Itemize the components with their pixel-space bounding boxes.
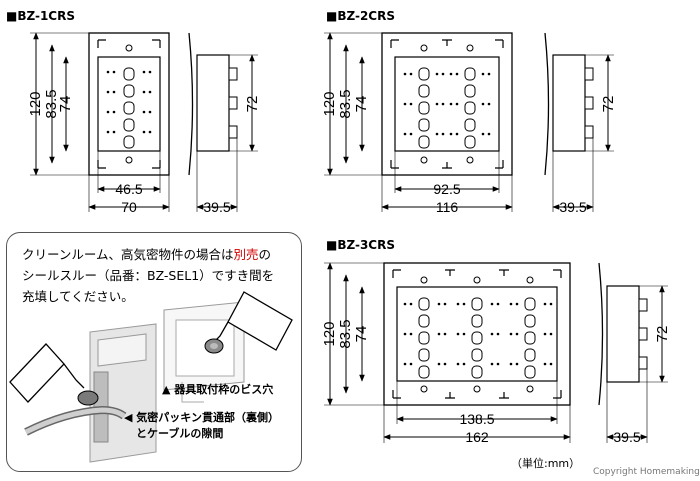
- bz-1crs-side-plate: [188, 32, 194, 176]
- bz-3crs-side-plate: [598, 262, 604, 406]
- bz-1crs-inner-width: 46.5: [115, 181, 142, 197]
- bz-1crs-height2: 83.5: [43, 89, 60, 118]
- installation-illustration: [9, 291, 293, 463]
- bz-3crs-inner-frame: [396, 286, 558, 382]
- bz-3crs-height2: 83.5: [337, 319, 354, 348]
- bz-3crs-drawing: ■BZ-3CRS 120 83.5 74 138.5 162: [321, 238, 671, 445]
- caption-gasket-line1: ◀ 気密パッキン貫通部（裏側）: [124, 411, 279, 424]
- bz-2crs-inner-frame: [394, 56, 500, 152]
- bz-2crs-height: 120: [321, 91, 338, 116]
- note-optional-highlight: 別売: [233, 247, 259, 262]
- note-line1b: の: [258, 247, 272, 262]
- bz-2crs-front-plate: [381, 32, 513, 176]
- bz-1crs-height3: 74: [57, 96, 74, 113]
- caption-gasket-line2: とケーブルの隙間: [136, 427, 224, 440]
- bz-1crs-drawing: ■BZ-1CRS 120 83.5 74: [6, 9, 261, 215]
- bz-2crs-side-height: 72: [600, 96, 617, 113]
- bz-2crs-drawing: ■BZ-2CRS 120 83.5 74 92.5 116: [321, 9, 617, 215]
- bz-1crs-depth: 39.5: [203, 199, 230, 215]
- bz-2crs-inner-width: 92.5: [433, 181, 460, 197]
- bz-2crs-depth: 39.5: [559, 199, 586, 215]
- bz-1crs-inner-frame: [97, 56, 161, 152]
- bz-1crs-front-plate: [88, 32, 170, 176]
- bz-2crs-height3: 74: [353, 96, 370, 113]
- note-line2: シールスルー（品番：BZ-SEL1）ですき間を: [22, 268, 275, 283]
- unit-label: （単位:mm）: [511, 457, 581, 470]
- caption-screw-hole: ▲ 器具取付枠のビス穴: [162, 383, 274, 396]
- note-line1a: クリーンルーム、高気密物件の場合は: [22, 247, 234, 262]
- bz-2crs-height2: 83.5: [337, 89, 354, 118]
- bz-2crs-width: 116: [436, 199, 459, 215]
- bz-1crs-title: ■BZ-1CRS: [6, 9, 75, 23]
- bz-3crs-depth: 39.5: [613, 429, 640, 445]
- bz-3crs-width: 162: [465, 429, 489, 445]
- bz-1crs-width: 70: [121, 199, 137, 215]
- bz-3crs-inner-width: 138.5: [459, 411, 494, 427]
- bz-2crs-title: ■BZ-2CRS: [326, 9, 395, 23]
- copyright-text: Copyright Homemaking: [593, 467, 700, 477]
- note-line3: 充填してください。: [22, 289, 134, 304]
- sealing-note-text: クリーンルーム、高気密物件の場合は別売の シールスルー（品番：BZ-SEL1）で…: [22, 244, 292, 307]
- bz-3crs-title: ■BZ-3CRS: [326, 238, 395, 252]
- bz-3crs-side-height: 72: [654, 326, 671, 343]
- bz-1crs-side-height: 72: [244, 96, 261, 113]
- bz-3crs-height: 120: [321, 321, 338, 346]
- bz-2crs-side-plate: [544, 32, 550, 176]
- bz-3crs-height3: 74: [353, 326, 370, 343]
- bz-1crs-height: 120: [27, 91, 44, 116]
